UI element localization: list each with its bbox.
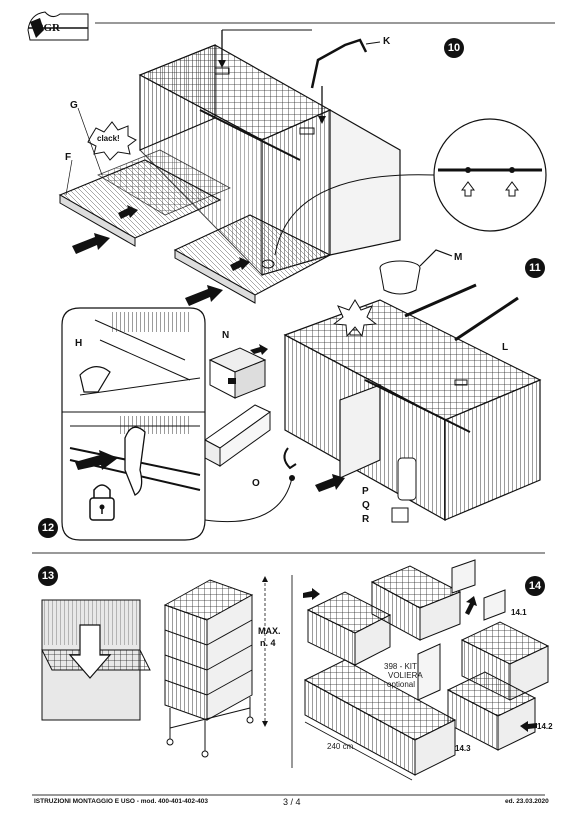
step-11-badge: 11 <box>525 258 545 278</box>
kit-line-2: VOLIERA <box>388 671 423 680</box>
kit-line-1: 398 - KIT <box>384 662 417 671</box>
kit-line-3: optional <box>387 680 416 689</box>
footer-edition: ed. 23.03.2020 <box>505 798 549 805</box>
label-k: K <box>383 36 391 47</box>
footer-title: ISTRUZIONI MONTAGGIO E USO - mod. 400-40… <box>34 798 208 805</box>
brand-logo <box>27 11 89 41</box>
page-number: 3 / 4 <box>283 797 301 807</box>
label-m: M <box>454 252 463 263</box>
step14-arrows <box>303 588 537 732</box>
label-h: H <box>75 338 83 349</box>
label-q: Q <box>362 500 370 511</box>
max-count: n. 4 <box>260 638 276 648</box>
clack-burst <box>87 121 137 161</box>
max-label: MAX. <box>258 626 281 636</box>
sub-14-1: 14.1 <box>511 608 527 617</box>
label-l: L <box>502 342 509 353</box>
label-g: G <box>70 100 78 111</box>
sub-14-3: 14.3 <box>455 744 471 753</box>
step-12-badge: 12 <box>38 518 58 538</box>
step13-stacking <box>41 576 268 758</box>
step14-cages <box>303 559 550 781</box>
step10-arrows <box>72 29 326 306</box>
step12-panel <box>61 307 295 541</box>
step-13-badge: 13 <box>38 566 58 586</box>
step10-leaders <box>65 107 103 196</box>
brand-logo-text: 2GR <box>38 22 60 34</box>
step-10-badge: 10 <box>444 38 464 58</box>
k-handle <box>310 38 381 89</box>
detail-zoom-circle <box>261 118 547 269</box>
label-r: R <box>362 514 370 525</box>
label-p: P <box>362 486 369 497</box>
step-14-badge: 14 <box>525 576 545 596</box>
step11-accessories <box>204 249 519 523</box>
step10-trays <box>58 149 332 304</box>
label-o: O <box>252 478 260 489</box>
clack-text: clack! <box>97 134 120 143</box>
length-dimension: 240 cm <box>327 742 354 751</box>
label-n: N <box>222 330 230 341</box>
sub-14-2: 14.2 <box>537 722 553 731</box>
label-f: F <box>65 152 72 163</box>
